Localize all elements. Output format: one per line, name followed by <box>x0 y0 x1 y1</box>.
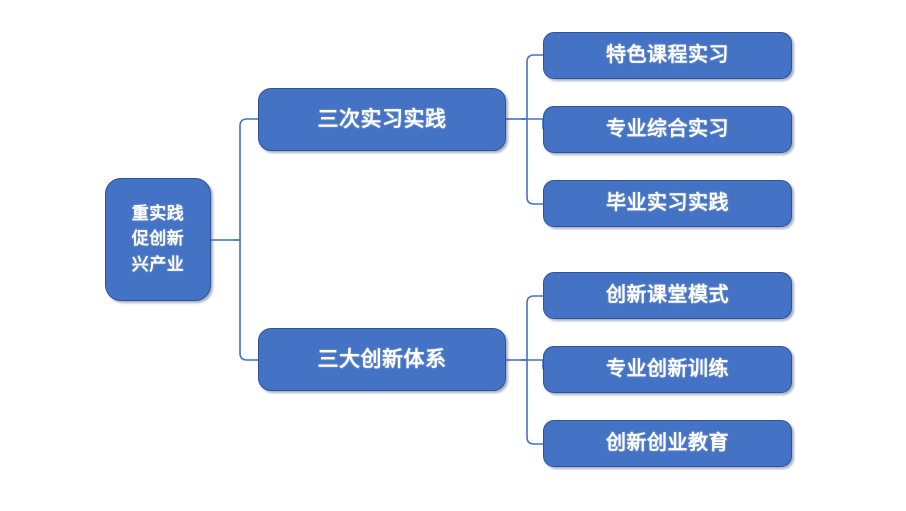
root-node-line-1: 重实践 <box>131 203 185 223</box>
connector-root-to-branch-1 <box>234 118 258 241</box>
connector-branch-2-to-leaf-5 <box>521 359 543 445</box>
root-node[interactable]: 重实践 促创新 兴产业 <box>105 178 211 301</box>
leaf-node-2-3[interactable]: 创新创业教育 <box>543 420 792 467</box>
leaf-node-2-2-label: 专业创新训练 <box>606 358 729 381</box>
connector-branch-1-to-leaf-0 <box>521 54 543 120</box>
branch-node-1-label: 三次实习实践 <box>317 107 447 131</box>
connector-root-to-branch-2 <box>234 239 258 361</box>
connector-branch-1-to-leaf-1 <box>521 118 544 129</box>
leaf-node-2-1[interactable]: 创新课堂模式 <box>543 272 792 319</box>
leaf-node-2-3-label: 创新创业教育 <box>606 432 729 455</box>
leaf-node-1-3[interactable]: 毕业实习实践 <box>543 180 792 227</box>
leaf-node-2-2[interactable]: 专业创新训练 <box>543 346 792 393</box>
leaf-node-2-1-label: 创新课堂模式 <box>606 284 729 307</box>
connector-branch-2-to-leaf-3 <box>521 295 543 361</box>
root-node-line-3: 兴产业 <box>131 254 185 274</box>
branch-node-2-label: 三大创新体系 <box>317 347 447 371</box>
leaf-node-1-1[interactable]: 特色课程实习 <box>543 32 792 79</box>
leaf-node-1-2-label: 专业综合实习 <box>606 118 729 141</box>
connector-branch-1-to-leaf-2 <box>521 118 543 205</box>
connector-branch-2-to-leaf-4 <box>521 359 544 369</box>
branch-node-2[interactable]: 三大创新体系 <box>258 328 506 391</box>
leaf-node-1-3-label: 毕业实习实践 <box>606 192 729 215</box>
leaf-node-1-1-label: 特色课程实习 <box>606 44 729 67</box>
root-node-line-2: 促创新 <box>131 229 185 249</box>
branch-node-1[interactable]: 三次实习实践 <box>258 88 506 151</box>
leaf-node-1-2[interactable]: 专业综合实习 <box>543 106 792 153</box>
